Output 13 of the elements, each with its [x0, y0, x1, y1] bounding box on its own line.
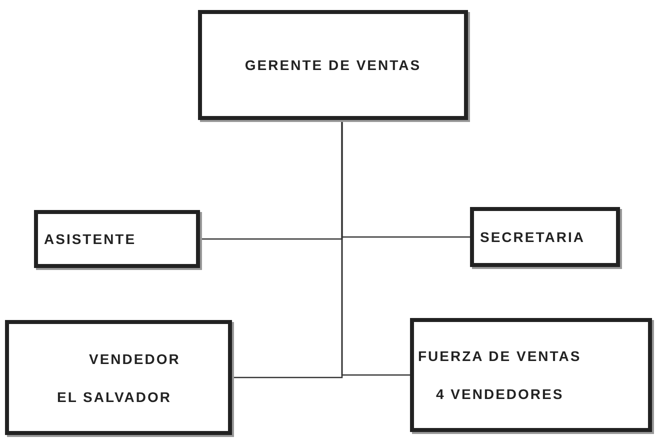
- position-title: ASISTENTE: [44, 231, 138, 247]
- position-title: 4 VENDEDORES: [436, 386, 565, 402]
- org-box: [470, 207, 620, 267]
- org-box: [410, 318, 652, 432]
- org-box: [34, 210, 200, 268]
- org-box: [198, 10, 468, 120]
- connector-line: [341, 120, 410, 376]
- position-title: VENDEDOR: [89, 350, 182, 366]
- position-title: GERENTE DE VENTAS: [244, 57, 422, 73]
- position-title: SECRETARIA: [480, 229, 586, 245]
- position-title: FUERZA DE VENTAS: [418, 348, 582, 364]
- position-title: EL SALVADOR: [57, 388, 173, 404]
- org-box: [5, 320, 232, 435]
